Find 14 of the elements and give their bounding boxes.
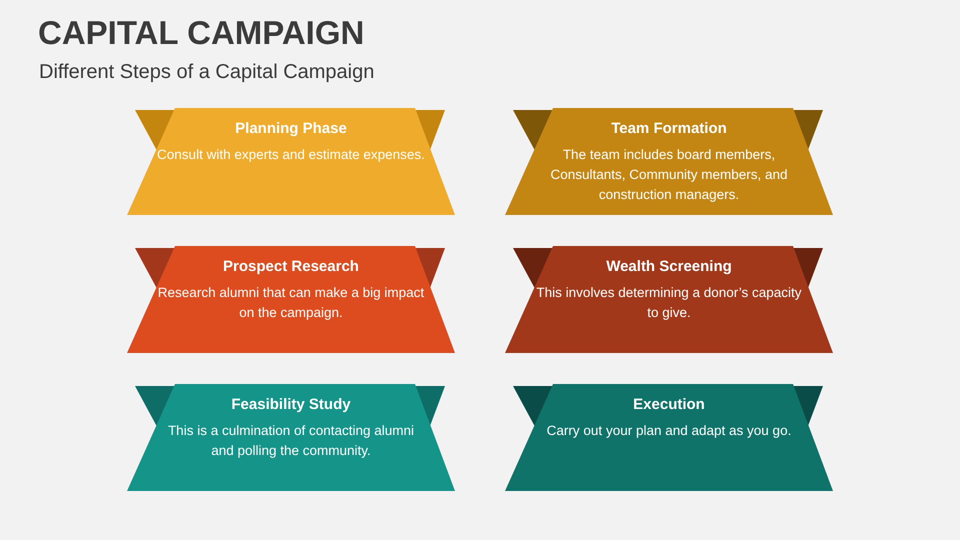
step-description: This is a culmination of contacting alumni and polling the community. [166, 422, 416, 460]
step-heading: Planning Phase [234, 120, 348, 137]
step-description: Consult with experts and estimate expenses. [157, 146, 425, 164]
step-description: This involves determining a donor’s capacity to give. [535, 284, 803, 322]
step-heading: Feasibility Study [230, 396, 352, 413]
step-heading: Wealth Screening [605, 258, 733, 275]
title: CAPITAL CAMPAIGN [38, 14, 364, 52]
step-description: The team includes board members, Consultants, Community members, and construction managers. [549, 146, 789, 204]
step-description: Carry out your plan and adapt as you go. [546, 422, 792, 440]
step-description: Research alumni that can make a big impact on the campaign. [157, 284, 425, 322]
subtitle: Different Steps of a Capital Campaign [39, 61, 374, 84]
step-heading: Team Formation [610, 120, 728, 137]
step-heading: Prospect Research [222, 258, 360, 275]
step-heading: Execution [632, 396, 706, 413]
